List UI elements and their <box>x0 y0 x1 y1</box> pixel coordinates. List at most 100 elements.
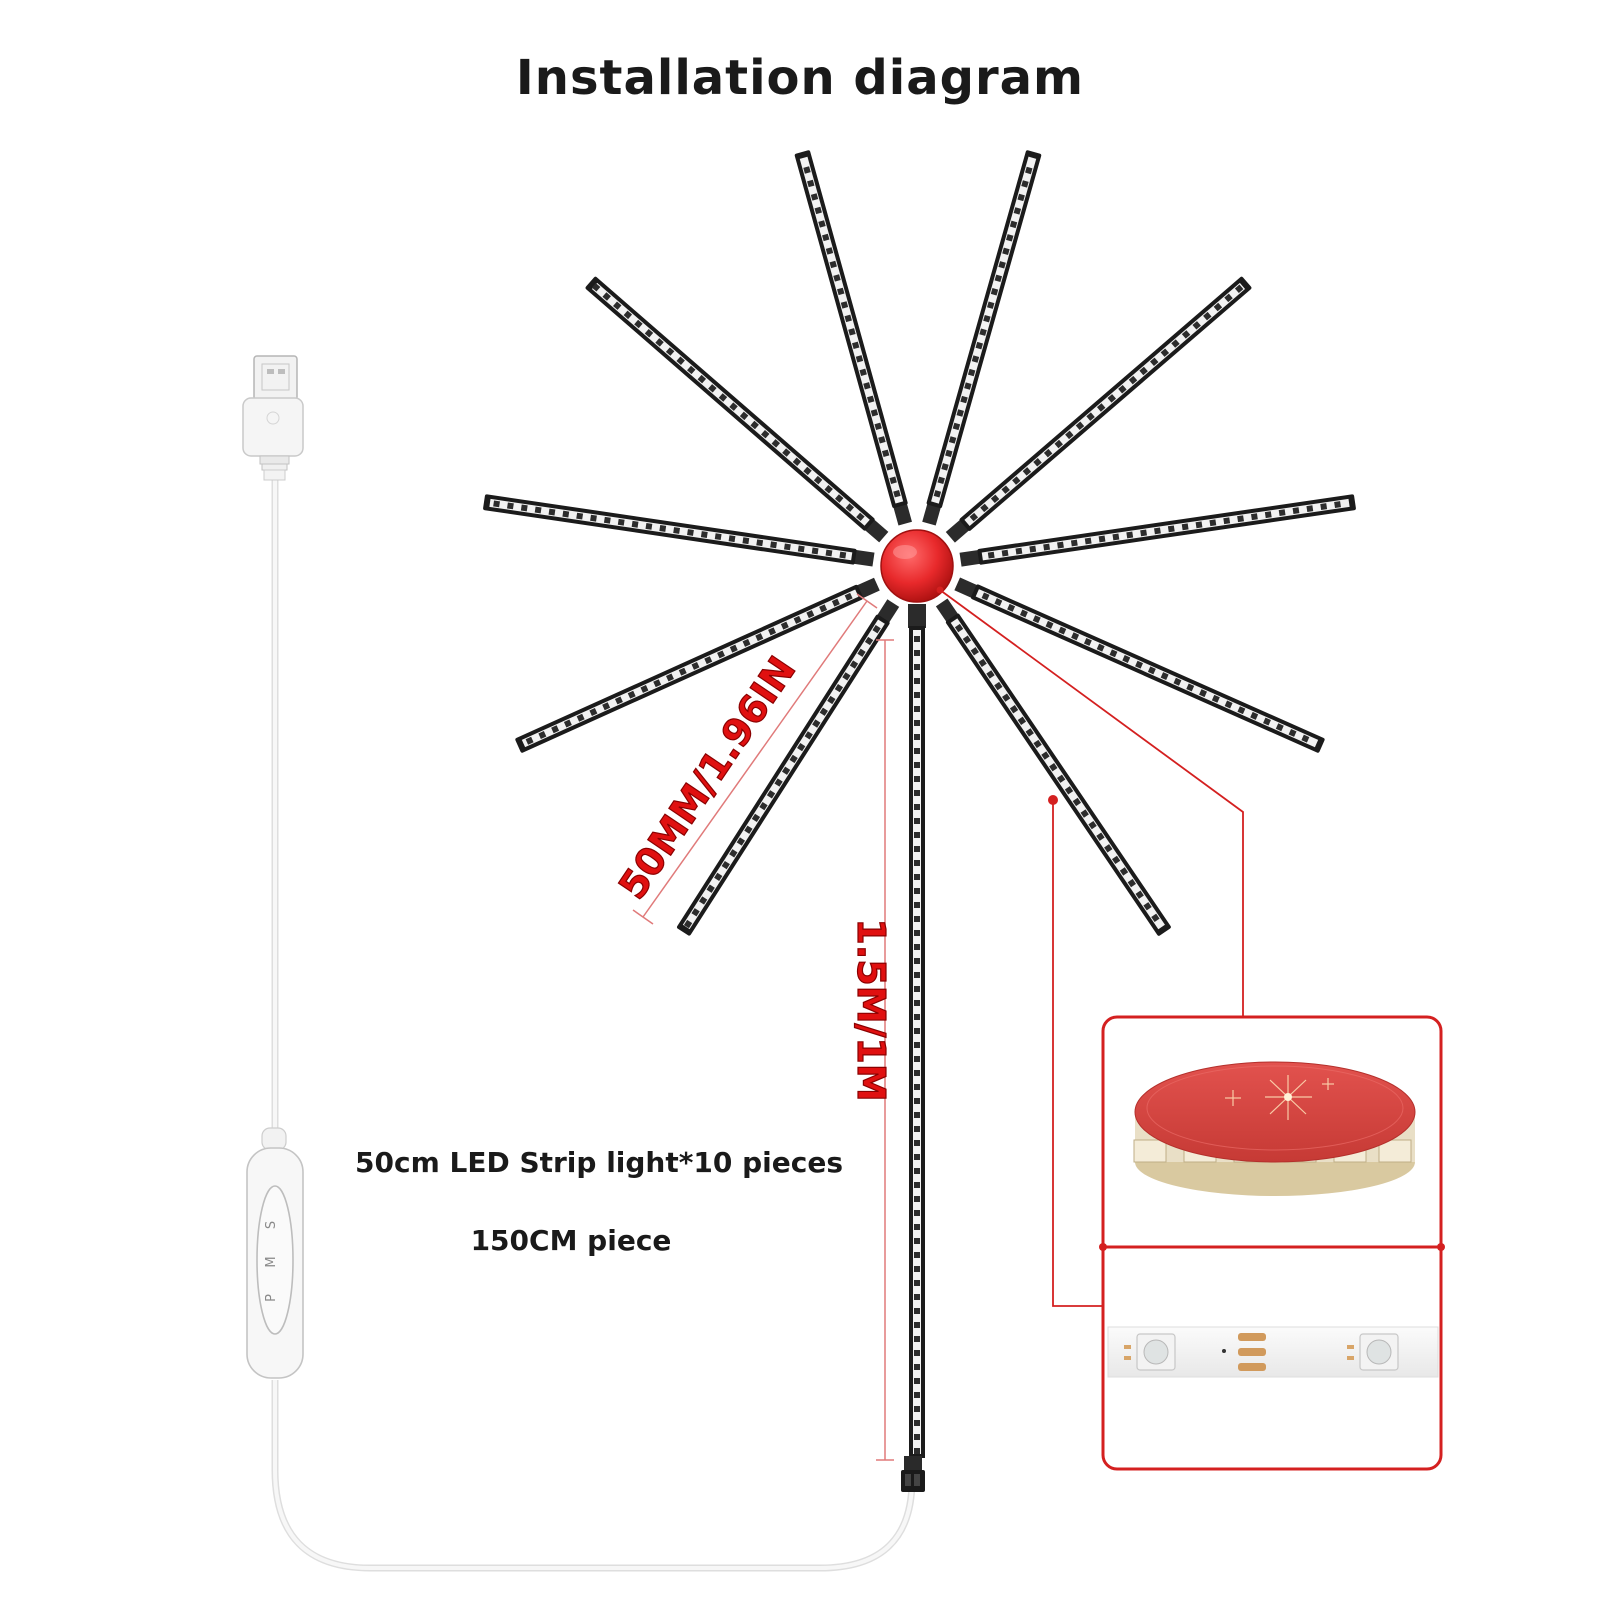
led-chip <box>969 512 979 522</box>
led-chip <box>914 664 920 670</box>
led-chip <box>591 283 601 292</box>
led-chip <box>981 592 990 601</box>
led-chip <box>1065 430 1074 440</box>
led-chip <box>623 310 633 320</box>
led-chip <box>914 1392 920 1398</box>
led-chip <box>1151 913 1160 923</box>
led-chip <box>1096 643 1105 652</box>
led-arm <box>677 599 900 936</box>
led-chip <box>1224 293 1233 303</box>
led-chip <box>792 457 802 466</box>
led-chip <box>1292 507 1300 515</box>
led-chip <box>774 778 783 787</box>
led-chip <box>673 527 681 534</box>
led-chip <box>1334 501 1341 508</box>
led-chip <box>1070 539 1078 547</box>
led-chip <box>699 896 708 905</box>
led-chip <box>1072 797 1082 807</box>
led-chip <box>914 1336 920 1342</box>
led-chip <box>1006 234 1014 242</box>
arm-connector <box>959 549 982 567</box>
led-chip <box>1041 751 1050 760</box>
led-chip <box>914 1364 920 1370</box>
controller-button-m[interactable]: M <box>264 1256 279 1267</box>
led-chip <box>848 328 856 336</box>
led-chip <box>706 884 715 893</box>
led-chip <box>914 860 920 866</box>
controller-button-p[interactable]: P <box>264 1294 279 1302</box>
led-chip <box>1009 705 1019 714</box>
stem-length-label: 1.5M/1M <box>849 918 893 1101</box>
led-chip <box>962 635 972 644</box>
led-chip <box>640 684 649 693</box>
led-chip <box>1056 774 1066 783</box>
led-chip <box>761 429 770 439</box>
controller-button-s[interactable]: S <box>264 1221 279 1229</box>
led-chip <box>700 531 708 538</box>
led-chip <box>1002 247 1010 256</box>
led-chip <box>797 742 806 752</box>
led-chip <box>590 514 597 522</box>
led-chip <box>857 648 866 657</box>
led-chip <box>1306 505 1314 513</box>
disc-port <box>1378 1139 1412 1163</box>
led-arm <box>515 577 880 753</box>
led-chip <box>893 490 901 498</box>
led-chip <box>1275 723 1284 732</box>
led-chip <box>602 702 611 711</box>
arm-connector <box>855 577 880 599</box>
led-chip <box>780 621 789 630</box>
led-chip <box>1234 284 1244 294</box>
led-chip <box>576 512 584 520</box>
led-chip <box>819 604 828 613</box>
led-chip <box>1237 515 1244 523</box>
led-chip <box>986 670 995 679</box>
led-chip <box>914 804 920 810</box>
led-chip <box>1195 521 1203 529</box>
led-chip <box>914 1168 920 1174</box>
led-chip <box>1098 535 1106 543</box>
led-chip <box>824 485 833 494</box>
led-chip <box>655 338 664 347</box>
led-chip <box>631 520 639 528</box>
led-chip <box>548 508 556 516</box>
led-chip <box>665 347 675 356</box>
led-chip <box>1128 375 1138 385</box>
led-chip <box>634 319 643 329</box>
led-chip <box>1086 412 1095 421</box>
led-chip <box>1080 809 1089 818</box>
led-chip <box>1013 207 1022 215</box>
led-chip <box>986 301 995 309</box>
led-chip <box>803 166 811 174</box>
led-chip <box>804 731 813 740</box>
led-chip <box>833 274 841 282</box>
led-chip <box>914 762 920 768</box>
led-chip <box>952 422 961 431</box>
led-chip <box>666 673 674 682</box>
led-chip <box>835 494 844 503</box>
led-chip <box>770 541 777 549</box>
led-chip <box>914 1084 920 1090</box>
led-chip <box>627 690 636 699</box>
led-chip <box>956 409 964 417</box>
led-chip <box>914 1420 920 1426</box>
hub-disc-photo <box>1133 1061 1416 1196</box>
led-chip <box>708 384 717 393</box>
led-chip <box>736 837 746 846</box>
led-chip <box>1058 626 1067 635</box>
led-chip <box>980 503 989 513</box>
led-chip <box>691 908 700 917</box>
led-chip <box>759 801 768 811</box>
led-chip <box>831 598 840 607</box>
led-chip <box>1181 330 1191 339</box>
led-chip <box>721 860 730 870</box>
led-chip <box>1054 439 1063 449</box>
led-chip <box>520 504 528 512</box>
led-chip <box>878 436 886 444</box>
led-chip <box>1199 689 1207 698</box>
led-chip <box>914 874 920 880</box>
led-chip <box>914 1434 920 1440</box>
led-chip <box>914 776 920 782</box>
callout-lines <box>936 586 1244 1307</box>
